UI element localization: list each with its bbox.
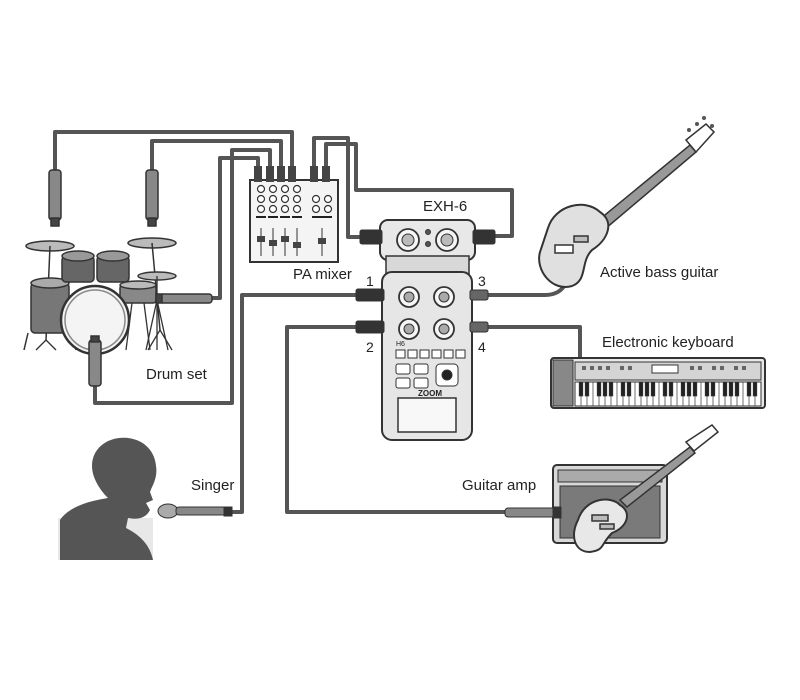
- exh6-label: EXH-6: [423, 198, 468, 215]
- black-key: [710, 381, 716, 397]
- black-key: [578, 381, 584, 397]
- black-key: [662, 381, 668, 397]
- black-key: [650, 381, 656, 397]
- cables: [53, 130, 582, 514]
- black-key: [692, 381, 698, 397]
- kick-mic: [155, 293, 213, 304]
- cable-guitar-amp-mic: [285, 325, 505, 514]
- black-key: [686, 381, 692, 397]
- h6-recorder: H6 ZOOM: [355, 271, 489, 441]
- black-key: [746, 381, 752, 397]
- input-4-label: 4: [478, 339, 486, 355]
- drum-set-label: Drum set: [146, 366, 207, 383]
- cable-overhead-right: [150, 139, 283, 172]
- guitar-amp-mic: [504, 506, 562, 519]
- input-1-label: 1: [366, 273, 374, 289]
- black-key: [668, 381, 674, 397]
- overhead-mic-right: [145, 169, 159, 227]
- black-key: [680, 381, 686, 397]
- bass-guitar: [538, 116, 716, 288]
- cable-mixer-out-right: [324, 142, 514, 238]
- black-key: [626, 381, 632, 397]
- black-key: [752, 381, 758, 397]
- cable-mixer-out-left: [312, 136, 360, 239]
- pa-mixer: [249, 166, 339, 263]
- black-key: [728, 381, 734, 397]
- input-2-label: 2: [366, 339, 374, 355]
- electronic-keyboard: [550, 357, 766, 409]
- electric-guitar: [573, 424, 720, 554]
- pa-mixer-label: PA mixer: [293, 266, 352, 283]
- electronic-keyboard-label: Electronic keyboard: [602, 334, 734, 351]
- recorder-model: H6: [396, 341, 405, 348]
- drum-set: [23, 169, 213, 387]
- black-key: [608, 381, 614, 397]
- singer-mic: [157, 503, 233, 519]
- cable-keyboard: [488, 325, 582, 358]
- black-key: [596, 381, 602, 397]
- black-key: [620, 381, 626, 397]
- recorder-brand: ZOOM: [418, 389, 442, 398]
- black-key: [734, 381, 740, 397]
- exh6-capsule: [359, 219, 496, 275]
- input-3-label: 3: [478, 273, 486, 289]
- overhead-mic-left: [48, 169, 62, 227]
- black-key: [602, 381, 608, 397]
- floor-mic: [88, 335, 102, 387]
- cable-overhead-left: [53, 130, 294, 172]
- singer-silhouette: [58, 437, 157, 560]
- black-key: [638, 381, 644, 397]
- cable-kick-mic: [212, 156, 260, 300]
- cable-singer-mic: [228, 293, 356, 514]
- singer-label: Singer: [191, 477, 235, 494]
- guitar-amp-label: Guitar amp: [462, 477, 537, 494]
- active-bass-guitar-label: Active bass guitar: [600, 264, 719, 281]
- cable-floor-mic: [93, 148, 272, 405]
- black-key: [584, 381, 590, 397]
- black-key: [644, 381, 650, 397]
- black-key: [704, 381, 710, 397]
- black-key: [722, 381, 728, 397]
